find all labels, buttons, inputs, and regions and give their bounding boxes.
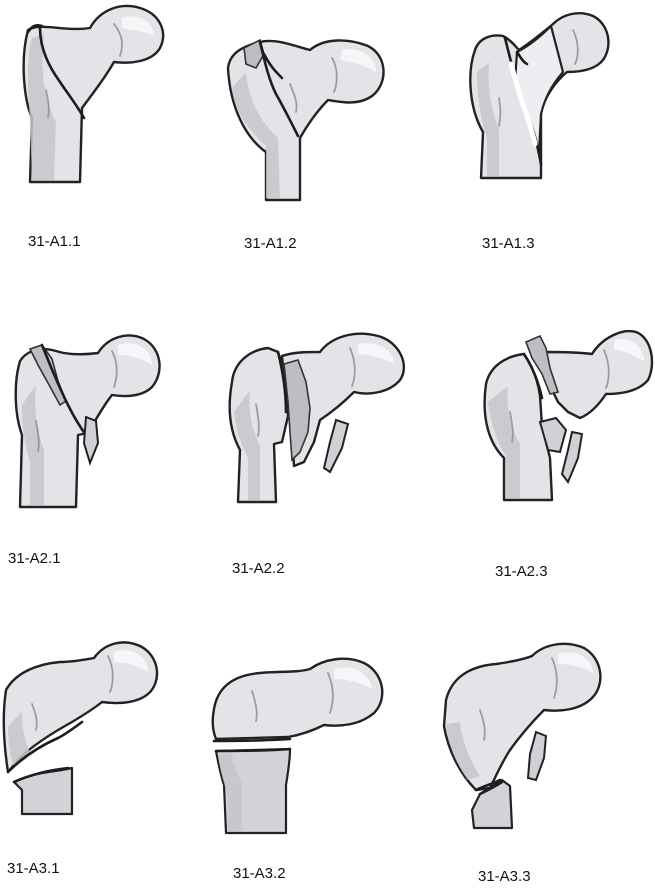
femur-31-a1-1 [10, 0, 170, 190]
femur-31-a1-3 [455, 2, 615, 192]
femur-31-a1-2 [220, 28, 390, 208]
label-31-a1-3: 31-A1.3 [482, 235, 535, 252]
label-31-a1-2: 31-A1.2 [244, 235, 297, 252]
label-31-a2-2: 31-A2.2 [232, 560, 285, 577]
label-31-a3-2: 31-A3.2 [233, 865, 286, 882]
femur-31-a3-1 [2, 630, 172, 820]
femur-31-a2-3 [476, 322, 655, 512]
femur-31-a2-2 [222, 322, 422, 512]
femur-31-a3-3 [440, 640, 610, 840]
label-31-a3-3: 31-A3.3 [478, 868, 531, 885]
label-31-a3-1: 31-A3.1 [7, 860, 60, 877]
label-31-a2-1: 31-A2.1 [8, 550, 61, 567]
label-31-a1-1: 31-A1.1 [28, 233, 81, 250]
femur-31-a2-1 [6, 325, 166, 515]
label-31-a2-3: 31-A2.3 [495, 563, 548, 580]
femur-31-a3-2 [206, 655, 396, 835]
